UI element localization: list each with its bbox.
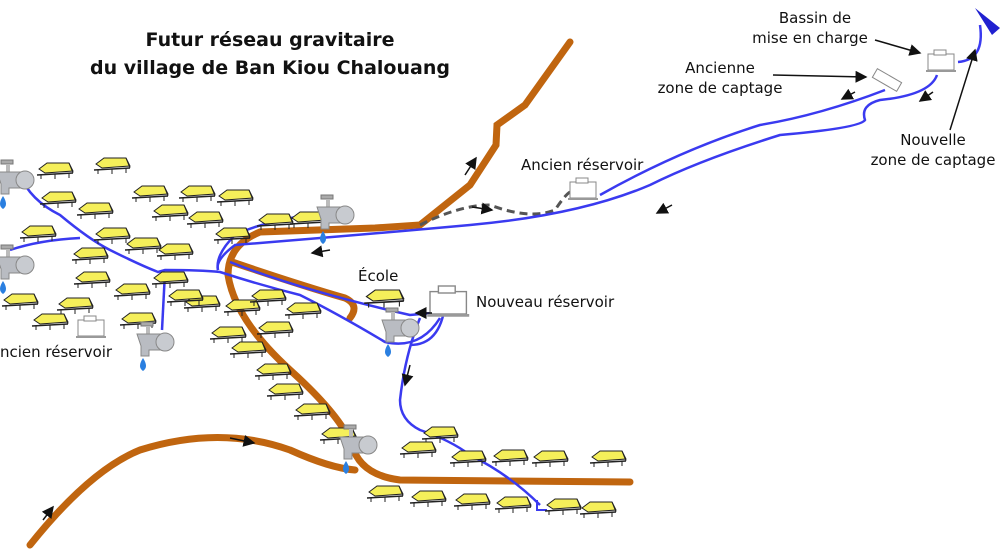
house-icon (151, 271, 189, 289)
old-reservoir-left-icon (75, 315, 107, 338)
label-ancien-reservoir-top: Ancien réservoir (521, 156, 644, 174)
house-icon (93, 227, 131, 245)
water-tap-icon (0, 159, 35, 210)
house-icon (293, 403, 331, 421)
label-bassin-line2: mise en charge (752, 29, 868, 47)
label-nouvelle-line2: zone de captage (870, 151, 996, 169)
house-icon (93, 157, 131, 175)
house-icon (409, 490, 447, 508)
map-title: Futur réseau gravitaire du village de Ba… (60, 26, 480, 82)
pipe-bassin-main (216, 74, 939, 271)
old-pipe-dashed (419, 190, 571, 227)
house-icon (119, 312, 157, 330)
house-icon (36, 162, 74, 180)
house-icon (151, 204, 189, 222)
pipe-west-branch (9, 236, 81, 252)
pipe-village-west (18, 174, 442, 345)
house-icon (491, 449, 529, 467)
label-bassin-line1: Bassin de (778, 9, 852, 27)
old-reservoir-top-icon (567, 177, 599, 200)
road-south (26, 434, 359, 549)
new-intake-icon (975, 8, 1000, 35)
house-icon (256, 321, 294, 339)
pipe-old-intake (599, 88, 886, 197)
house-icon (73, 271, 111, 289)
house-icon (421, 426, 459, 444)
house-icon (453, 493, 491, 511)
label-ancien-reservoir-left: ncien réservoir (0, 343, 113, 361)
label-nouvelle-zone: Nouvelle zone de captage (858, 130, 1000, 170)
house-icon (76, 202, 114, 220)
new-reservoir-icon (425, 284, 471, 317)
house-icon (31, 313, 69, 331)
house-icon (266, 383, 304, 401)
title-line-2: du village de Ban Kiou Chalouang (90, 57, 450, 79)
house-icon (544, 498, 582, 516)
house-icon (209, 326, 247, 344)
house-icon (156, 243, 194, 261)
house-icon (124, 237, 162, 255)
house-icon (56, 297, 94, 315)
outlet-triangle (536, 500, 547, 511)
title-line-1: Futur réseau gravitaire (145, 29, 395, 51)
house-icon (178, 185, 216, 203)
house-icon (216, 189, 254, 207)
house-icon (494, 496, 532, 514)
label-nouveau-reservoir: Nouveau réservoir (476, 293, 615, 311)
house-icon (589, 450, 627, 468)
house-icon (399, 441, 437, 459)
bassin-tank-icon (925, 49, 957, 72)
water-tap-icon (0, 244, 35, 295)
house-icon (131, 185, 169, 203)
house-icon (284, 302, 322, 320)
house-icon (366, 485, 404, 503)
house-icon (449, 450, 487, 468)
house-icon (579, 501, 617, 519)
house-icon (1, 293, 39, 311)
label-ecole: École (358, 267, 399, 285)
house-icon (254, 363, 292, 381)
old-intake-icon (871, 67, 903, 93)
label-ancienne-zone: Ancienne zone de captage (645, 58, 795, 98)
water-tap-icon (136, 321, 175, 372)
road-main (224, 38, 634, 486)
pipes (9, 24, 982, 506)
pipe-new-reservoir-south (398, 317, 541, 506)
label-nouvelle-line1: Nouvelle (900, 131, 966, 149)
label-ancienne-line2: zone de captage (657, 79, 783, 97)
pipe-intake-to-bassin (957, 24, 982, 64)
house-icon (531, 450, 569, 468)
house-icon (113, 283, 151, 301)
flow-arrows (41, 39, 978, 521)
house-icon (71, 247, 109, 265)
label-bassin: Bassin de mise en charge (752, 8, 870, 48)
label-ancienne-line1: Ancienne (685, 59, 755, 77)
house-icon (186, 211, 224, 229)
house-icon (229, 341, 267, 359)
